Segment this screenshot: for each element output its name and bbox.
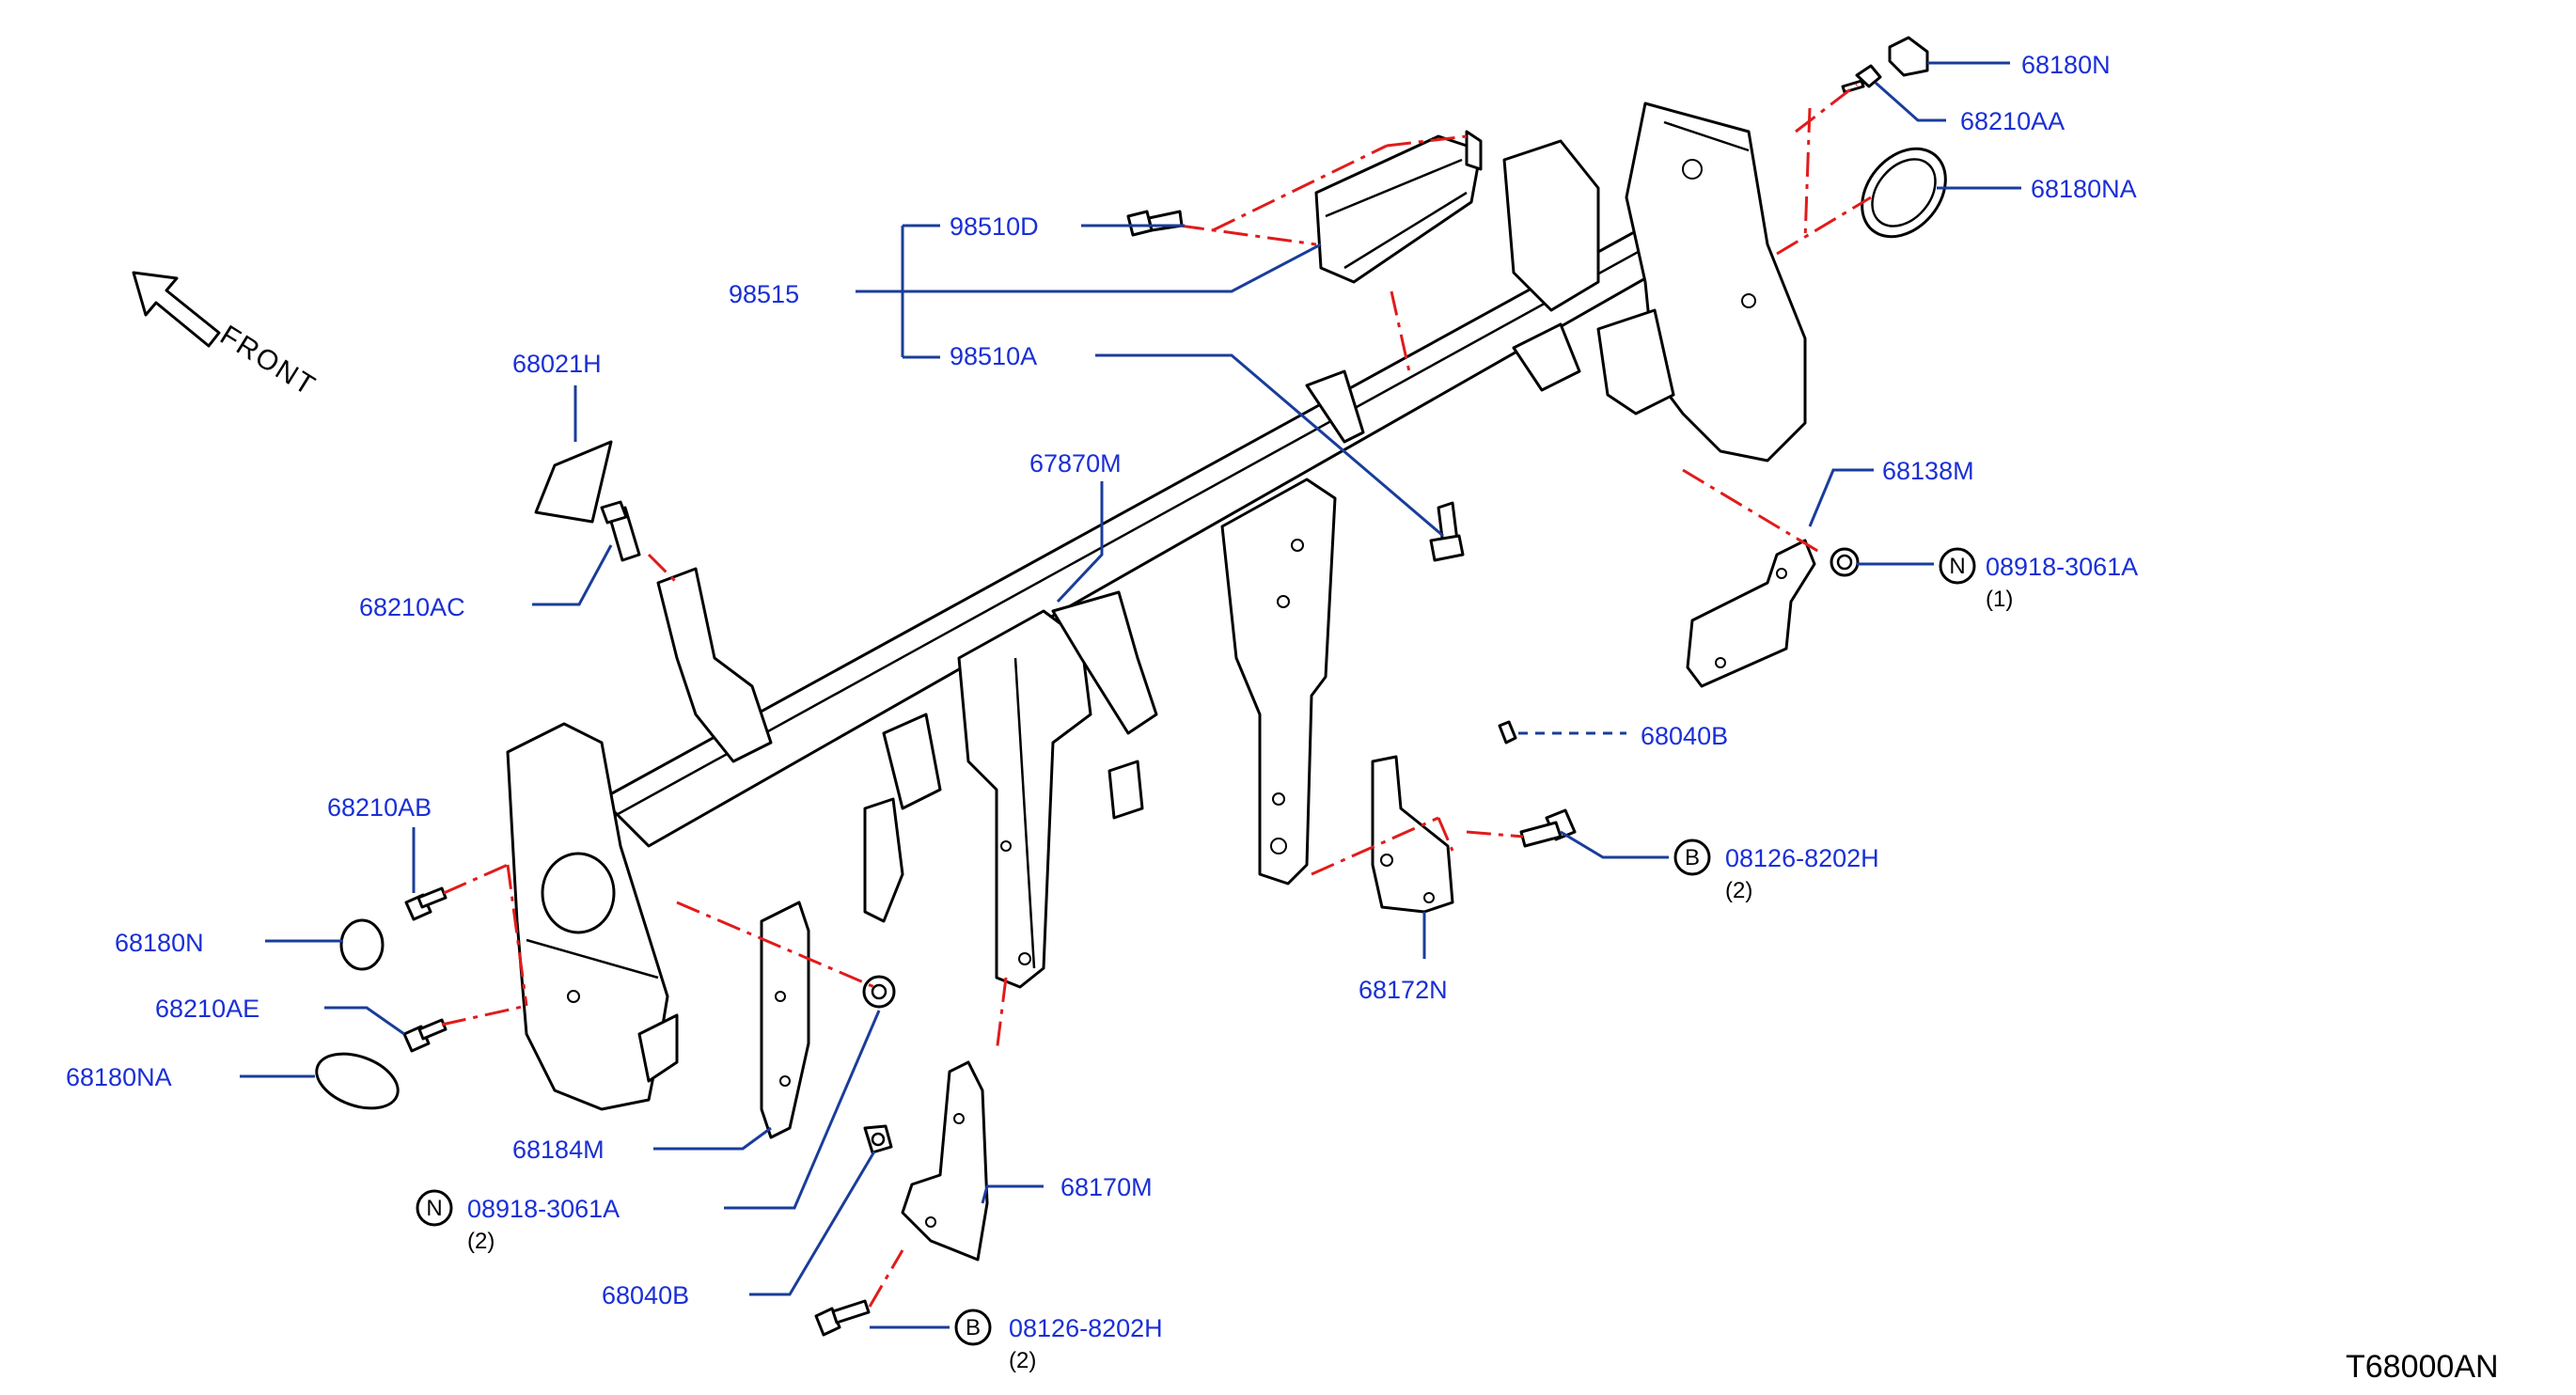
label-68180N-left: 68180N: [115, 929, 204, 957]
leader-lines: [240, 61, 2021, 1329]
bolt-68210AA: [1841, 64, 1882, 94]
bolt-08126-right: [1519, 808, 1577, 848]
label-68180NA-top: 68180NA: [2031, 175, 2137, 203]
part-labels: 68180N 68210AA 68180NA 98510D 98515 9851…: [66, 51, 2138, 1373]
label-68184M: 68184M: [512, 1136, 605, 1164]
badge-b-right: [1673, 839, 1711, 876]
bolt-98510D: [1126, 210, 1184, 237]
badge-b-right-text: B: [1685, 845, 1700, 870]
label-68210AB: 68210AB: [327, 793, 432, 822]
clip-6804-partial: [1498, 720, 1517, 745]
label-68138M: 68138M: [1882, 457, 1974, 485]
label-68170M: 68170M: [1060, 1173, 1153, 1201]
label-98510D: 98510D: [950, 212, 1039, 241]
bracket-68172N: [1371, 755, 1454, 914]
label-68180N-top: 68180N: [2021, 51, 2111, 79]
assembly-lines: [441, 83, 1872, 1308]
bolt-08126-bottom: [814, 1299, 871, 1337]
label-68180NA-left: 68180NA: [66, 1063, 172, 1091]
label-08126-bottom: 08126-8202H: [1009, 1314, 1163, 1342]
qty-08126-bottom: (2): [1009, 1348, 1036, 1373]
cross-car-beam: [506, 102, 1807, 1111]
label-08918-right: 08918-3061A: [1986, 553, 2138, 581]
cap-68180N-left: [339, 918, 385, 971]
qty-08918-left: (2): [467, 1229, 495, 1254]
plug-68180NA-left: [315, 1052, 400, 1110]
label-08918-left: 08918-3061A: [467, 1195, 620, 1223]
passenger-airbag: [1314, 130, 1483, 284]
label-98510A: 98510A: [950, 342, 1037, 370]
label-68040B-partial: 68040B: [1641, 722, 1728, 750]
nut-08918-left: [862, 975, 896, 1009]
badge-n-left-text: N: [426, 1196, 442, 1221]
bracket-68184M: [760, 901, 810, 1139]
label-68172N: 68172N: [1359, 976, 1448, 1004]
label-67870M: 67870M: [1029, 449, 1122, 478]
label-68210AC: 68210AC: [359, 593, 465, 621]
badge-n-right: [1939, 547, 1976, 585]
label-68210AA: 68210AA: [1960, 107, 2065, 135]
bolt-68210AB: [404, 886, 448, 921]
bolt-68210AE: [402, 1018, 448, 1053]
plate-68021H: [534, 440, 613, 524]
qty-08126-right: (2): [1725, 878, 1752, 903]
cap-68180N-top: [1888, 36, 1929, 77]
drawing-code: T68000AN: [2346, 1349, 2499, 1385]
arrow-icon: [132, 271, 221, 348]
badge-b-bottom: [954, 1309, 992, 1346]
front-arrow: FRONT: [132, 271, 322, 402]
circle-badges: N B N B: [416, 547, 1976, 1346]
qty-08918-right: (1): [1986, 587, 2013, 612]
badge-n-left: [416, 1189, 453, 1227]
nut-68040B: [863, 1124, 893, 1154]
label-68040B: 68040B: [602, 1281, 689, 1309]
badge-b-bottom-text: B: [966, 1315, 981, 1340]
label-68210AE: 68210AE: [155, 995, 259, 1023]
badge-n-right-text: N: [1949, 554, 1965, 579]
label-08126-right: 08126-8202H: [1725, 844, 1879, 872]
label-98515: 98515: [729, 280, 799, 308]
bracket-68170M: [901, 1060, 989, 1262]
front-label: FRONT: [214, 320, 322, 402]
nut-08918-right: [1830, 547, 1860, 577]
bolt-68210AC: [600, 500, 641, 562]
plug-68180NA-top: [1861, 147, 1947, 239]
bolt-98510A: [1429, 501, 1465, 562]
bracket-68138M: [1686, 539, 1816, 688]
label-68021H: 68021H: [512, 350, 602, 378]
